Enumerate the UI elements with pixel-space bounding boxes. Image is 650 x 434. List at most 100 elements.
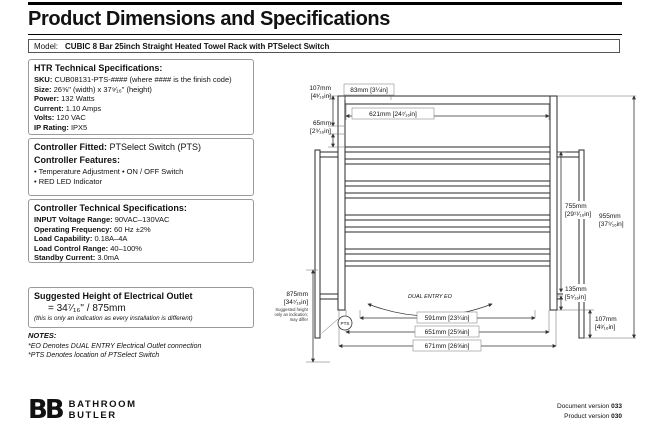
spec-label: Power: [34,94,60,104]
spec-label: Standby Current: [34,253,96,263]
spec-label: Size: [34,84,52,94]
model-label: Model: [34,41,59,51]
document-version: Document version 033 [556,403,622,410]
bracket [319,151,339,158]
towel-bar [344,260,551,267]
spec-value: 0.18A–4A [94,234,128,244]
spec-row: SKU: CUB08131-PTS-#### (where #### is th… [34,75,248,85]
dim-label: 65mm [313,120,331,127]
dim-top-spacing: 65mm [2⁹⁄₁₆in] [310,120,331,135]
title-rule [28,34,622,35]
spec-value: 1.10 Amps [65,103,102,113]
spec-label: Load Capability: [34,234,93,244]
note-item: *PTS Denotes location of PTSelect Switch [28,352,160,360]
dim-bottom-inner: 591mm [23¼in] [416,311,478,324]
towel-bar [344,158,551,165]
spec-row: Power: 132 Watts [34,94,248,104]
wall-post-left [314,149,321,339]
dim-label: [4³⁄₁₆in] [595,324,616,331]
side-rail-right [549,95,558,311]
brand-name: BATHROOM BUTLER [69,399,137,421]
pts-label: PTS [341,321,350,326]
outlet-note: (this is only an indication as every ins… [34,315,193,322]
model-bar: Model: CUBIC 8 Bar 25inch Straight Heate… [28,39,620,53]
dimension-diagram: 107mm [4³⁄₁₆in] 65mm [2⁹⁄₁₆in] 83mm [3¼i… [274,83,636,363]
spec-label: Operating Frequency: [34,224,112,234]
feature-item: • Temperature Adjustment • ON / OFF Swit… [34,167,184,176]
version-info: Document version 033 Product version 030 [557,402,622,421]
dim-note: Suggested height [275,307,308,312]
spec-value: 3.0mA [97,253,120,263]
spec-row: Load Control Range: 40–100% [34,244,248,254]
dim-outlet-height: 875mm [34⁷⁄₁₆in] Suggested height only a… [274,291,308,322]
section-controller: Controller Fitted: PTSelect Switch (PTS)… [28,138,254,196]
towel-bar [344,226,551,233]
controller-fitted-value: PTSelect Switch (PTS) [109,142,202,152]
section-controller-tech: Controller Technical Specifications: INP… [28,199,254,263]
controller-features-heading: Controller Features: [34,155,121,165]
spec-value: 26⅝" (width) x 37⁹⁄₁₆" (height) [53,84,152,94]
controller-fitted-line: Controller Fitted: PTSelect Switch (PTS) [34,142,248,152]
dim-bottom-right-gap: 107mm [4³⁄₁₆in] [593,314,631,332]
dim-bracket-span: 755mm [29¹¹⁄₁₆in] [563,201,607,219]
model-value: CUBIC 8 Bar 25inch Straight Heated Towel… [65,41,330,51]
spec-label: SKU: [34,75,53,84]
spec-row: Volts: 120 VAC [34,113,248,123]
side-rail-left [337,95,346,311]
spec-row: INPUT Voltage Range: 90VAC–130VAC [34,215,248,225]
dim-label: [4³⁄₁₆in] [311,93,332,100]
dim-bottom-gap: 135mm [5⁵⁄₁₆in] [563,284,603,302]
dim-label: [37⁹⁄₁₆in] [599,221,624,228]
dual-entry-label: DUAL ENTRY EO [408,294,453,300]
spec-value: 90VAC–130VAC [114,215,170,224]
spec-row: Load Capability: 0.18A–4A [34,234,248,244]
towel-bar [344,146,551,153]
dim-label: 591mm [23¼in] [425,315,470,322]
dim-label: 107mm [309,85,331,92]
spec-label: Volts: [34,113,55,123]
spec-value: CUB08131-PTS-#### (where #### is the fin… [54,75,232,84]
dim-bottom-outer: 671mm [26⅝in] [412,339,482,352]
spec-value: 60 Hz ±2% [114,224,151,234]
spec-row: IP Rating: IPX5 [34,123,248,133]
dim-label: [29¹¹⁄₁₆in] [565,211,591,218]
dim-label: 107mm [595,316,617,323]
pts-marker: PTS [321,315,353,334]
bracket [319,293,339,300]
towel-bar [344,192,551,199]
spec-row: Operating Frequency: 60 Hz ±2% [34,225,248,235]
feature-item: • RED LED Indicator [34,176,103,186]
spec-row: Size: 26⅝" (width) x 37⁹⁄₁₆" (height) [34,85,248,95]
towel-rack-drawing [314,95,585,339]
spec-row: Current: 1.10 Amps [34,104,248,114]
dim-label: [5⁵⁄₁₆in] [565,294,586,301]
spec-label: Load Control Range: [34,243,109,253]
dim-label: 651mm [25⅝in] [425,329,470,336]
spec-label: Current: [34,103,64,113]
towel-bar [344,180,551,187]
controller-fitted-label: Controller Fitted: [34,142,107,152]
dim-label: 671mm [26⅝in] [425,343,470,350]
dim-label: 621mm [24⁷⁄₁₆in] [369,111,417,118]
spec-value: IPX5 [70,122,88,132]
brand-logo: BB BATHROOM BUTLER [28,397,137,423]
top-rule [28,2,622,5]
product-version: Product version 030 [564,412,622,420]
dim-inner-width: 621mm [24⁷⁄₁₆in] [351,107,435,120]
dim-bottom-centers: 651mm [25⅝in] [414,325,480,338]
section-notes: NOTES: *EO Denotes DUAL ENTRY Electrical… [28,331,254,361]
spec-label: INPUT Voltage Range: [34,215,113,224]
spec-label: IP Rating: [34,122,69,132]
dim-label: 135mm [565,286,587,293]
top-bar [337,95,558,105]
dim-label: 755mm [565,203,587,210]
section-outlet-height: Suggested Height of Electrical Outlet = … [28,287,254,328]
dim-note: may differ [290,317,309,322]
notes-heading: NOTES: [28,331,57,340]
spec-value: 120 VAC [56,113,86,123]
spec-row: Standby Current: 3.0mA [34,253,248,263]
dim-total-height: 955mm [37⁹⁄₁₆in] [597,211,633,229]
dim-label: 875mm [286,291,308,298]
dim-label: 955mm [599,213,621,220]
